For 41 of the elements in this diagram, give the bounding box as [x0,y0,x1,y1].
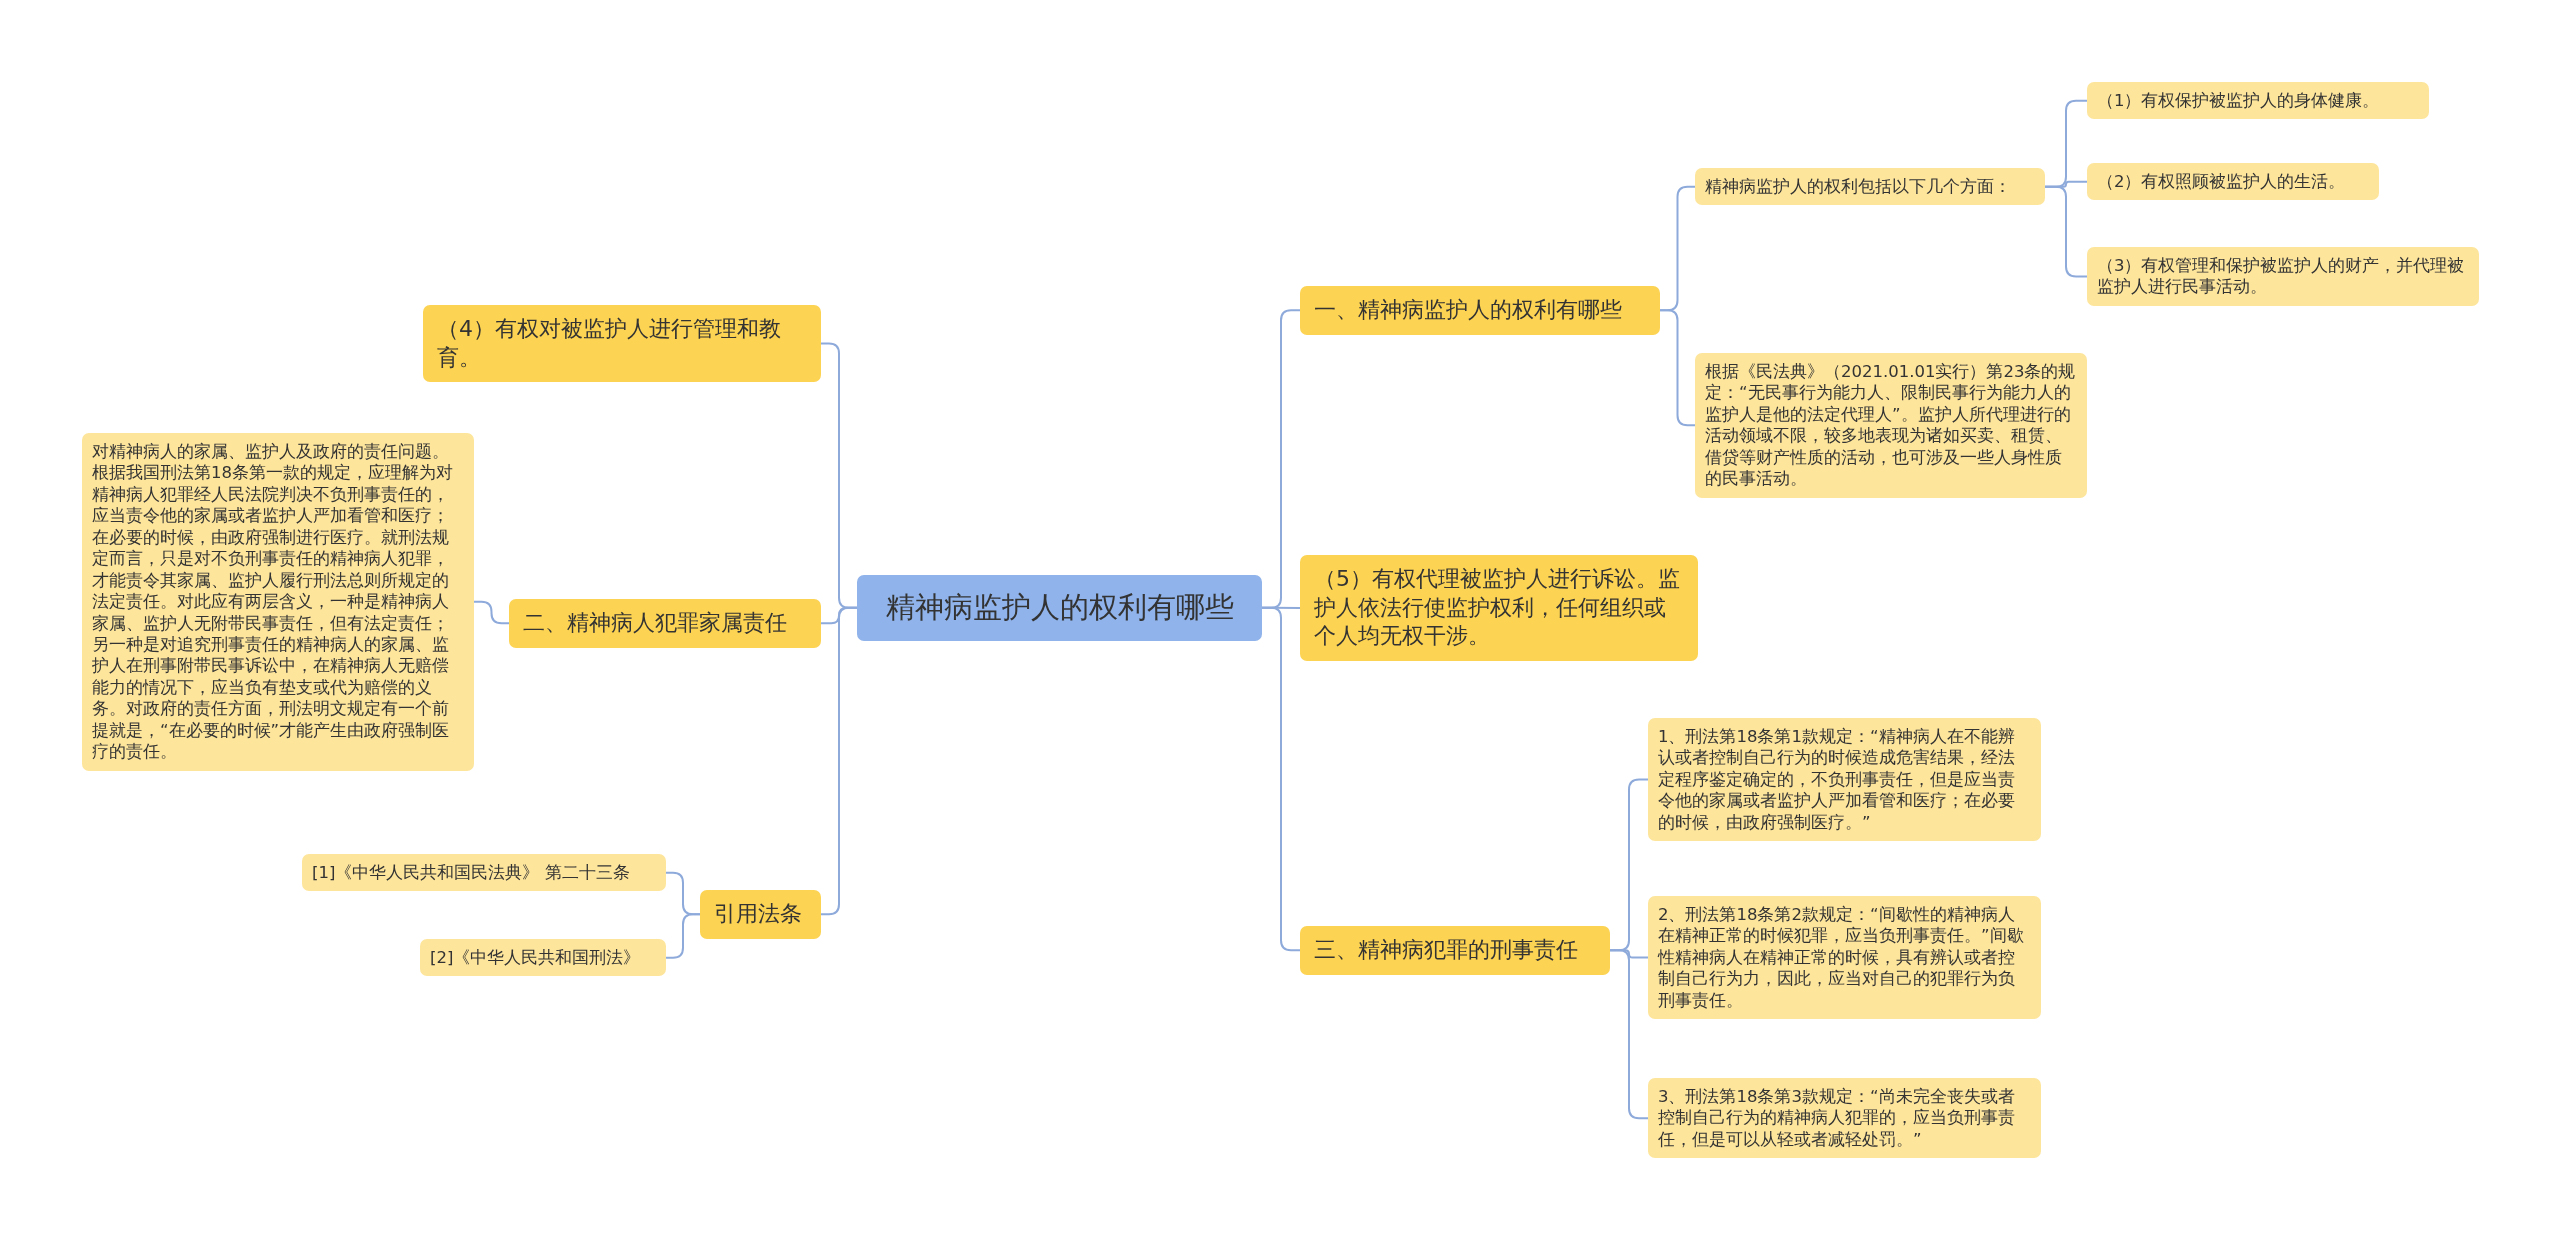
topic-text: 3、刑法第18条第3款规定：“尚未完全丧失或者控制自己行为的精神病人犯罪的，应当负刑事责任，但是可以从轻或者减轻处罚。” [1658,1086,2016,1151]
topic-text: 引用法条 [714,900,803,928]
connector-line [665,913,701,959]
topic-text: 根据《民法典》（2021.01.01实行）第23条的规定：“无民事行为能力人、限制民事行为能力人的监护人是他的法定代理人”。监护人所代理进行的活动领域不限，较多地表现为诸如买卖、租赁、借贷等财产性质的活动，也可涉及一些人身性质的民事活动。 [1705,361,2077,490]
subtopic-box [2087,247,2479,306]
topic-text: 1、刑法第18条第1款规定：“精神病人在不能辨认或者控制自己行为的时候造成危害结果，经法定程序鉴定确定的，不负刑事责任，但是应当责令他的家属或者监护人严加看管和医疗；在必要的时候，由政府强制医疗。” [1658,726,2016,834]
subtopic-box [2087,163,2379,201]
connector-line [820,606,858,916]
topic-text: （5）有权代理被监护人进行诉讼。监护人依法行使监护权利，任何组织或个人均无权干涉。 [1314,565,1681,651]
subtopic-box [1695,353,2087,498]
subtopic-box [1648,718,2041,842]
topic-text: （3）有权管理和保护被监护人的财产，并代理被监护人进行民事活动。 [2097,255,2466,298]
topic-text: （1）有权保护被监护人的身体健康。 [2097,90,2381,112]
topic-text: 对精神病人的家属、监护人及政府的责任问题。根据我国刑法第18条第一款的规定，应理解为对精神病人犯罪经人民法院判决不负刑事责任的，应当责令他的家属或者监护人严加看管和医疗；在必要的时候，由政府强制进行医疗。就刑法规定而言，只是对不负刑事责任的精神病人犯罪，才能责令其家属、监护人履行刑法总则所规定的法定责任。对此应有两层含义，一种是精神病人家属、监护人无附带民事责任，但有法定责任；另一种是对追究刑事责任的精神病人的家属、监护人在刑事附带民事诉讼中，在精神病人无赔偿能力的情况下，应当负有垫支或代为赔偿的义务。对政府的责任方面，刑法明文规定有一个前提就是，“在必要的时候”才能产生由政府强制医疗的责任。 [92,441,454,763]
connector-line [1609,949,1649,1120]
topic-box [509,599,821,648]
topic-box [1300,286,1660,335]
topic-box [423,305,821,383]
topic-text: 2、刑法第18条第2款规定：“间歇性的精神病人在精神正常的时候犯罪，应当负刑事责任。”间歇性精神病人在精神正常的时候，具有辨认或者控制自己行为力，因此，应当对自己的犯罪行为负刑事责任。 [1658,904,2025,1012]
topic-text: 三、精神病犯罪的刑事责任 [1314,936,1579,964]
subtopic-box [302,854,666,892]
topic-text: 精神病监护人的权利有哪些 [884,589,1235,626]
connector-line [1261,606,1301,952]
topic-box [700,890,821,939]
subtopic-box [420,939,666,977]
subtopic-box [1648,896,2041,1020]
topic-text: [1]《中华人民共和国民法典》 第二十三条 [312,862,631,884]
subtopic-box [2087,82,2429,120]
central-topic-box [857,575,1262,641]
subtopic-box [1648,1078,2041,1159]
connector-line [473,600,510,625]
topic-text: （2）有权照顾被监护人的生活。 [2097,171,2347,193]
topic-text: 一、精神病监护人的权利有哪些 [1314,296,1623,324]
topic-text: （4）有权对被监护人进行管理和教育。 [437,315,782,372]
topic-text: [2]《中华人民共和国刑法》 [430,947,642,969]
topic-text: 二、精神病人犯罪家属责任 [523,609,788,637]
topic-box [1300,926,1610,975]
topic-text: 精神病监护人的权利包括以下几个方面： [1705,176,2012,198]
topic-box [1300,555,1698,661]
connector-line [2044,185,2088,278]
subtopic-box [1695,168,2045,206]
